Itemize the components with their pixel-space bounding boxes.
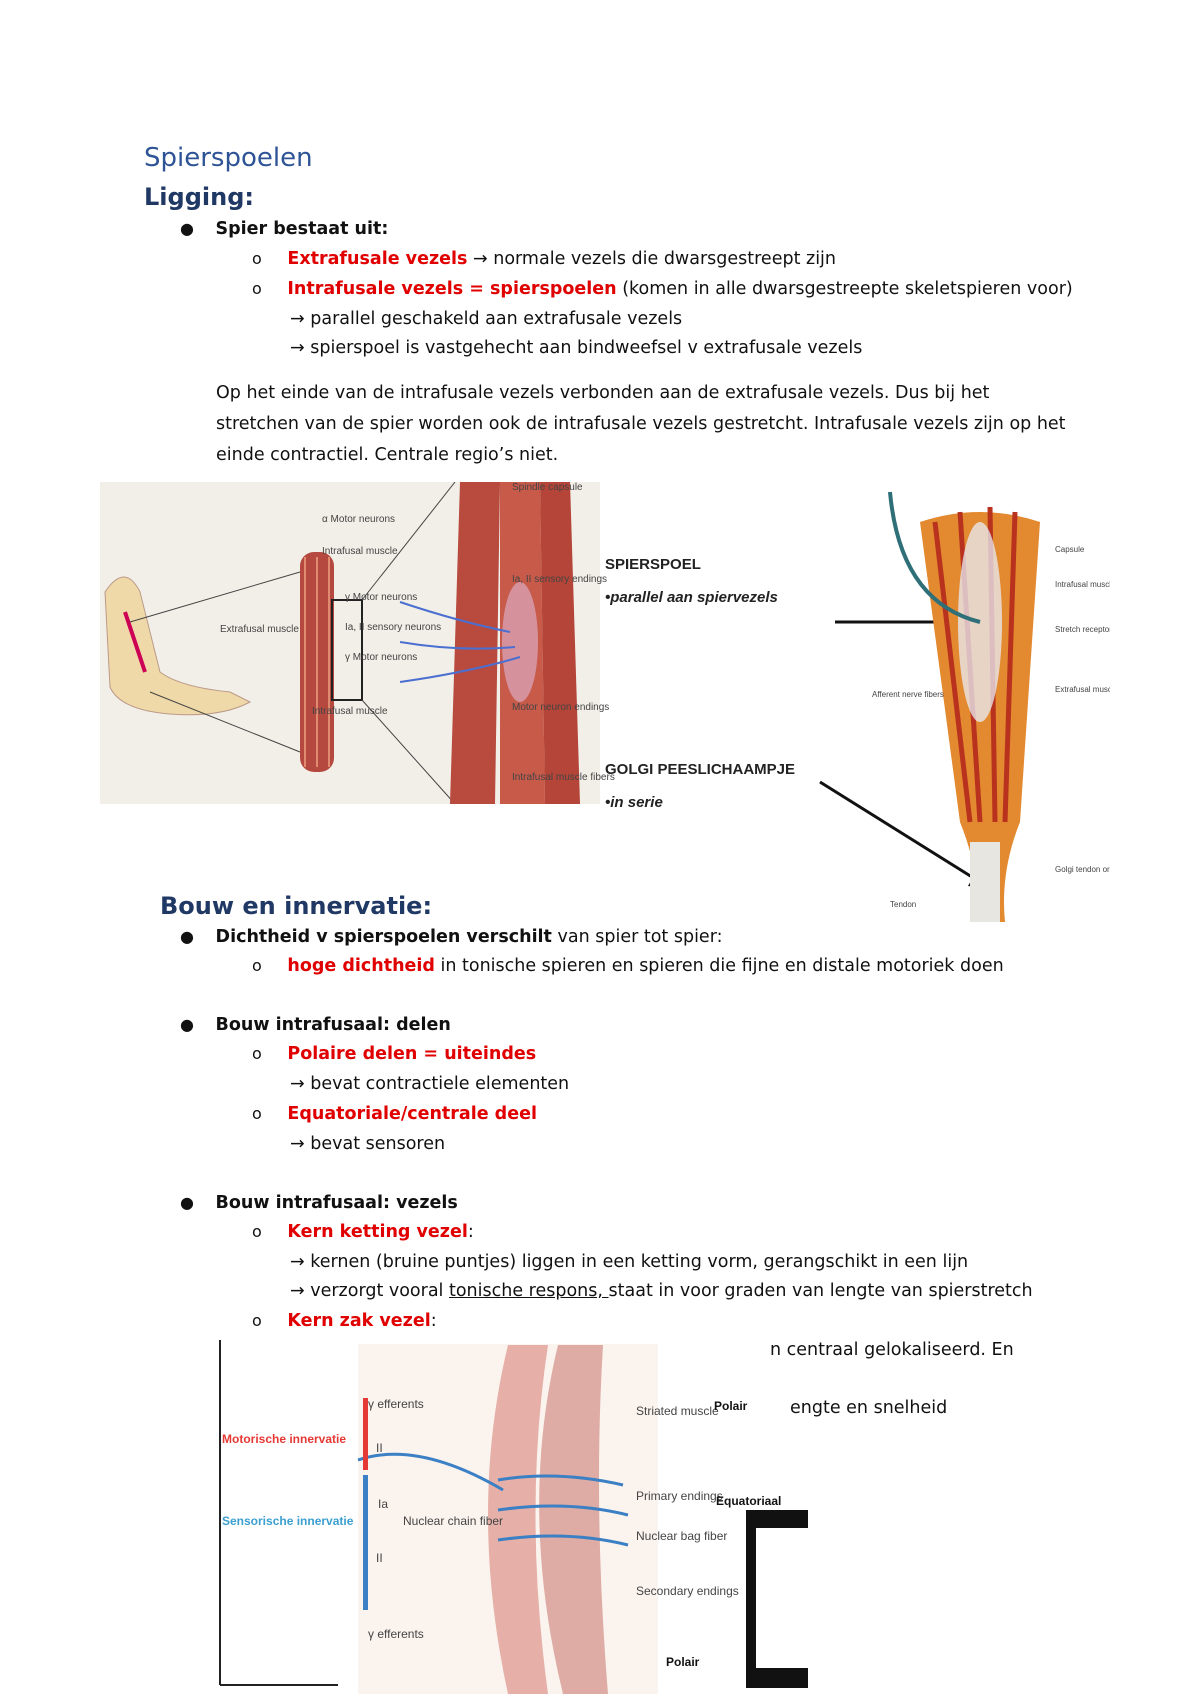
figure-label: α Motor neurons xyxy=(322,514,395,525)
figure-label: Intrafusal muscle xyxy=(322,546,398,557)
list-item: o Kern ketting vezel: xyxy=(252,1222,474,1242)
figure-label: Capsule xyxy=(1055,545,1085,554)
list-item: ● Spier bestaat uit: xyxy=(180,219,389,239)
sensor-bar xyxy=(363,1475,368,1610)
list-item: o hoge dichtheid in tonische spieren en … xyxy=(252,956,1004,976)
figure-label: Polair xyxy=(714,1399,748,1413)
chain-fiber xyxy=(488,1345,548,1694)
figure-label: Extrafusal muscle fiber xyxy=(1055,685,1110,694)
figure-label: Intrafusal muscle fibers xyxy=(512,772,615,783)
figure-label: Equatoriaal xyxy=(716,1494,781,1508)
muscle-spindle-figure: α Motor neurons Intrafusal muscle Extraf… xyxy=(100,482,1110,922)
list-item: ● Dichtheid v spierspoelen verschilt van… xyxy=(180,927,723,947)
motor-bar xyxy=(363,1398,368,1470)
figure-label: Secondary endings xyxy=(636,1584,739,1598)
page-title: Spierspoelen xyxy=(144,143,313,173)
figure-label: Nuclear bag fiber xyxy=(636,1529,727,1543)
golgi-sub: •in serie xyxy=(605,794,663,811)
bag-fiber xyxy=(539,1345,608,1694)
figure-label: Intrafusal muscle xyxy=(312,706,388,717)
figure-label: γ efferents xyxy=(368,1397,424,1411)
figure-label: Stretch receptor xyxy=(1055,625,1110,634)
bullet-icon: ● xyxy=(180,927,194,946)
partial-text: n centraal gelokaliseerd. En xyxy=(770,1340,1014,1360)
figure-label: Spindle capsule xyxy=(512,482,583,493)
circle-bullet-icon: o xyxy=(252,249,262,268)
circle-bullet-icon: o xyxy=(252,1311,262,1330)
figure-label: II xyxy=(376,1441,383,1455)
figure-label: γ efferents xyxy=(368,1627,424,1641)
list-item: o Equatoriale/centrale deel xyxy=(252,1104,537,1124)
figure-label: Primary endings xyxy=(636,1489,723,1503)
figure-label: γ Motor neurons xyxy=(345,592,417,603)
figure-label: Ia, II sensory neurons xyxy=(345,622,441,633)
zoomed-fibers xyxy=(399,482,580,804)
circle-bullet-icon: o xyxy=(252,1104,262,1123)
paragraph: Op het einde van de intrafusale vezels v… xyxy=(216,383,1066,465)
list-item: ● Bouw intrafusaal: vezels xyxy=(180,1193,458,1213)
list-item: o Intrafusale vezels = spierspoelen (kom… xyxy=(252,279,1073,299)
arrow-right-icon: → xyxy=(290,1281,305,1301)
figure-label: Motor neuron endings xyxy=(512,702,609,713)
figure-label: II xyxy=(376,1551,383,1565)
figure-label: Nuclear chain fiber xyxy=(403,1514,503,1528)
figure-label: γ Motor neurons xyxy=(345,652,417,663)
bullet-icon: ● xyxy=(180,1193,194,1212)
arrow-right-icon: → xyxy=(290,1134,305,1154)
spierspoel-sub: •parallel aan spiervezels xyxy=(605,589,778,606)
spierspoel-label: SPIERSPOEL xyxy=(605,556,701,573)
arrow-line: → bevat contractiele elementen xyxy=(290,1074,570,1094)
figure-label: Afferent nerve fibers xyxy=(872,690,944,699)
figure-label: Tendon xyxy=(890,900,916,909)
arrow-line: → verzorgt vooral tonische respons, staa… xyxy=(290,1281,1033,1301)
figure-label: Extrafusal muscle xyxy=(220,624,299,635)
circle-bullet-icon: o xyxy=(252,1044,262,1063)
figure-label: Intrafusal muscle fibers xyxy=(1055,580,1110,589)
list-item: o Polaire delen = uiteindes xyxy=(252,1044,537,1064)
sensor-label: Sensorische innervatie xyxy=(222,1514,354,1528)
arrow-right-icon: → xyxy=(290,1074,305,1094)
zoom-box xyxy=(331,599,363,701)
arrow-right-icon: → xyxy=(290,309,305,329)
bouw-heading: Bouw en innervatie: xyxy=(160,892,443,920)
bullet-icon: ● xyxy=(180,1015,194,1034)
ligging-heading: Ligging: xyxy=(144,183,254,211)
arrow-line: → spierspoel is vastgehecht aan bindweef… xyxy=(290,338,863,358)
list-item: o Kern zak vezel: xyxy=(252,1311,437,1331)
list-item: ● Bouw intrafusaal: delen xyxy=(180,1015,451,1035)
figure-label: Ia, II sensory endings xyxy=(512,574,607,585)
intrafusal-fiber-figure: γ efferents γ efferents II Ia II Nuclear… xyxy=(219,1340,808,1694)
arm-muscle xyxy=(123,611,147,673)
golgi-label: GOLGI PEESLICHAAMPJE xyxy=(605,761,795,778)
arrow-right-icon: → xyxy=(473,249,488,269)
figure-label: Ia xyxy=(378,1497,388,1511)
arrow-right-icon: → xyxy=(290,1252,305,1272)
bullet-icon: ● xyxy=(180,219,194,238)
list-item: o Extrafusale vezels → normale vezels di… xyxy=(252,249,837,269)
figure-label: Striated muscle xyxy=(636,1404,719,1418)
motor-label: Motorische innervatie xyxy=(222,1432,346,1446)
figure-label: Polair xyxy=(666,1655,700,1669)
figure-label: Golgi tendon organ xyxy=(1055,865,1110,874)
partial-text: engte en snelheid xyxy=(790,1398,948,1418)
arrow-line xyxy=(819,780,981,884)
arrow-right-icon: → xyxy=(290,338,305,358)
arrow-line: → bevat sensoren xyxy=(290,1134,446,1154)
circle-bullet-icon: o xyxy=(252,956,262,975)
spindle-illustration xyxy=(888,491,1040,922)
arrow-line: → kernen (bruine puntjes) liggen in een … xyxy=(290,1252,969,1272)
circle-bullet-icon: o xyxy=(252,1222,262,1241)
circle-bullet-icon: o xyxy=(252,279,262,298)
arrow-line: → parallel geschakeld aan extrafusale ve… xyxy=(290,309,683,329)
arm-shape xyxy=(104,576,252,716)
